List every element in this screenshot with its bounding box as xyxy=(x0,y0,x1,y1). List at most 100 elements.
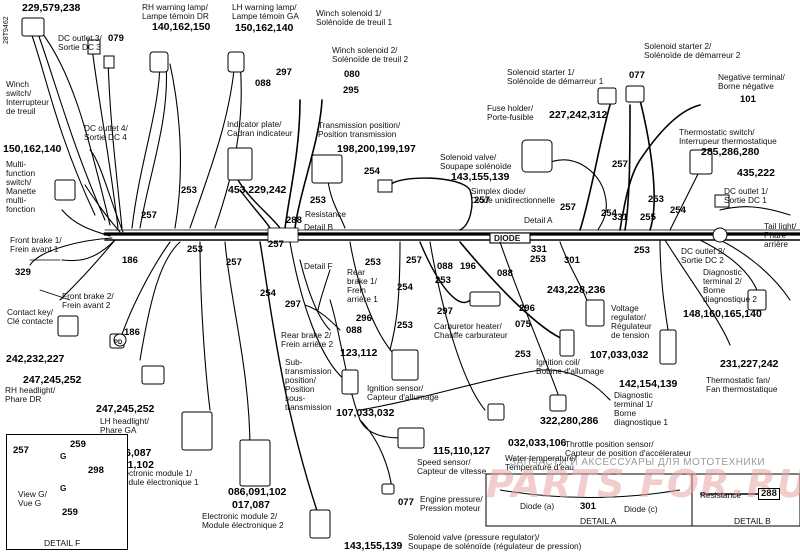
label-solenoid-starter-1: Solenoid starter 1/ Solénoïde de démarre… xyxy=(507,67,604,86)
part-number: 088 xyxy=(346,325,362,336)
label-ignition-sensor: Ignition sensor/ Capteur d'allumage xyxy=(367,383,439,402)
label-indicator-plate: Indicator plate/ Cadran indicateur xyxy=(227,119,293,138)
part-number: 253 xyxy=(397,320,413,331)
part-number: 140,162,150 xyxy=(152,21,211,33)
part-number: 079 xyxy=(108,33,124,44)
label-front-brake-2: Front brake 2/ Frein avant 2 xyxy=(62,291,114,310)
part-number: 229,579,238 xyxy=(22,2,81,14)
part-number: 253 xyxy=(310,195,326,206)
part-number: 088 xyxy=(497,268,513,279)
label-water-temperature: Water temperature/ Temperature d'eau xyxy=(505,453,577,472)
part-number: 107,033,032 xyxy=(590,349,649,361)
part-number: 288 xyxy=(758,488,780,500)
part-number: 295 xyxy=(343,85,359,96)
part-number: 253 xyxy=(365,257,381,268)
label-solenoid-starter-2: Solenoid starter 2/ Solénoïde de démarre… xyxy=(644,41,741,60)
part-number: 253 xyxy=(634,245,650,256)
part-number: 231,227,242 xyxy=(720,358,779,370)
part-number: 143,155,139 xyxy=(344,540,403,552)
part-number: 123,112 xyxy=(340,347,378,359)
watermark-text: ЗАПЧАСТИ И АКСЕССУАРЫ ДЛЯ МОТОТЕХНИКИ xyxy=(510,457,766,468)
part-number: 301 xyxy=(580,501,596,512)
part-number: 071,102 xyxy=(116,459,154,471)
part-number: 150,162,140 xyxy=(235,22,294,34)
part-number: 077 xyxy=(398,497,414,508)
label-engine-pressure: Engine pressure/ Pression moteur xyxy=(420,494,483,513)
label-dc-outlet-4: DC outlet 4/ Sortie DC 4 xyxy=(84,123,128,142)
label-detail-b-callout: Detail B xyxy=(304,222,334,232)
label-winch-solenoid-2: Winch solenoid 2/ Solénoïde de treuil 2 xyxy=(332,45,409,64)
part-number: 453,229,242 xyxy=(228,184,287,196)
watermark-logo: PARTS FOR.RU xyxy=(486,462,800,506)
label-voltage-regulator: Voltage regulator/ Régulateur de tension xyxy=(611,303,652,340)
label-diagnostic-terminal-1: Diagnostic terminal 1/ Borne diagnostiqu… xyxy=(614,390,668,427)
part-number: 186 xyxy=(122,255,138,266)
part-number: 150,162,140 xyxy=(3,143,62,155)
part-number: 255 xyxy=(640,212,656,223)
part-number: 259 xyxy=(70,439,86,450)
label-diode-c: Diode (c) xyxy=(624,504,658,514)
label-dc-outlet-1: DC outlet 1/ Sortie DC 1 xyxy=(724,186,768,205)
part-number: 242,232,227 xyxy=(6,353,65,365)
label-dc-outlet-3: DC outlet 3/ Sortie DC 3 xyxy=(58,33,102,52)
part-number: 285,286,280 xyxy=(701,146,760,158)
detail-b-title: DETAIL B xyxy=(734,516,771,526)
label-front-brake-1: Front brake 1/ Frein avant 1 xyxy=(10,235,62,254)
part-number: 257 xyxy=(268,239,284,250)
view-marker: G xyxy=(60,451,67,461)
part-number: 254 xyxy=(260,288,276,299)
part-number: 253 xyxy=(648,194,664,205)
part-number: 257 xyxy=(612,159,628,170)
part-number: 259 xyxy=(62,507,78,518)
label-thermostatic-switch: Thermostatic switch/ Interrupeur thermos… xyxy=(679,127,777,146)
part-number: 254 xyxy=(364,166,380,177)
part-number: 075 xyxy=(515,319,531,330)
label-detail-a-callout: Detail A xyxy=(524,215,553,225)
part-number: 254 xyxy=(670,205,686,216)
label-winch-switch: Winch switch/ Interrupteur de treuil xyxy=(6,79,49,116)
label-lh-headlight: LH headlight/ Phare GA xyxy=(100,416,149,435)
document-id: 28T9462 xyxy=(3,16,10,44)
part-number: 142,154,139 xyxy=(619,378,678,390)
label-contact-key: Contact key/ Clé contacte xyxy=(7,307,54,326)
label-transmission-position: Transmission position/ Position transmis… xyxy=(318,120,401,139)
label-dc-outlet-2: DC outlet 2/ Sortie DC 2 xyxy=(681,246,725,265)
part-number: 086,091,102 xyxy=(228,486,287,498)
detail-a-title: DETAIL A xyxy=(580,516,617,526)
label-detail-f-callout: Detail F xyxy=(304,261,333,271)
label-negative-terminal: Negative terminal/ Borne négative xyxy=(718,72,785,91)
part-number: 115,110,127 xyxy=(433,445,491,457)
label-carburetor-heater: Carburetor heater/ Chauffe carburateur xyxy=(434,321,508,340)
part-number: 435,222 xyxy=(737,167,775,179)
label-rh-headlight: RH headlight/ Phare DR xyxy=(5,385,56,404)
part-number: 227,242,312 xyxy=(549,109,608,121)
part-number: 148,160,165,140 xyxy=(683,308,762,320)
part-number: 254 xyxy=(601,208,617,219)
part-number: 080 xyxy=(344,69,360,80)
part-number: 257 xyxy=(141,210,157,221)
label-speed-sensor: Speed sensor/ Capteur de vitesse xyxy=(417,457,487,476)
part-number: 296 xyxy=(356,313,372,324)
label-view-g: View G/ Vue G xyxy=(18,489,47,508)
part-number: 257 xyxy=(13,445,29,456)
label-diode: DIODE xyxy=(494,233,521,243)
detail-f-title: DETAIL F xyxy=(44,538,81,548)
part-number: 253 xyxy=(515,349,531,360)
part-number: 331 xyxy=(531,244,547,255)
part-number: 257 xyxy=(226,257,242,268)
label-solenoid-valve: Solenoid valve/ Soupape solénoïde xyxy=(440,152,512,171)
pd-marker: PD xyxy=(114,340,123,346)
part-number: 298 xyxy=(88,465,104,476)
part-number: 253 xyxy=(181,185,197,196)
label-rh-warning-lamp: RH warning lamp/ Lampe témoin DR xyxy=(142,2,209,21)
label-diagnostic-terminal-2: Diagnostic terminal 2/ Borne diagnostiqu… xyxy=(703,267,757,304)
label-solenoid-valve-pressure-regulator: Solenoid valve (pressure regulator)/ Sou… xyxy=(408,532,582,551)
part-number: 329 xyxy=(15,267,31,278)
part-number: 297 xyxy=(437,306,453,317)
part-number: 331 xyxy=(612,212,628,223)
label-rear-brake-1: Rear brake 1/ Frein arrière 1 xyxy=(347,267,378,304)
part-number: 143,155,139 xyxy=(451,171,510,183)
label-multi-function-switch: Multi- function switch/ Manette multi- f… xyxy=(6,159,36,214)
part-number: 243,228,236 xyxy=(547,284,606,296)
